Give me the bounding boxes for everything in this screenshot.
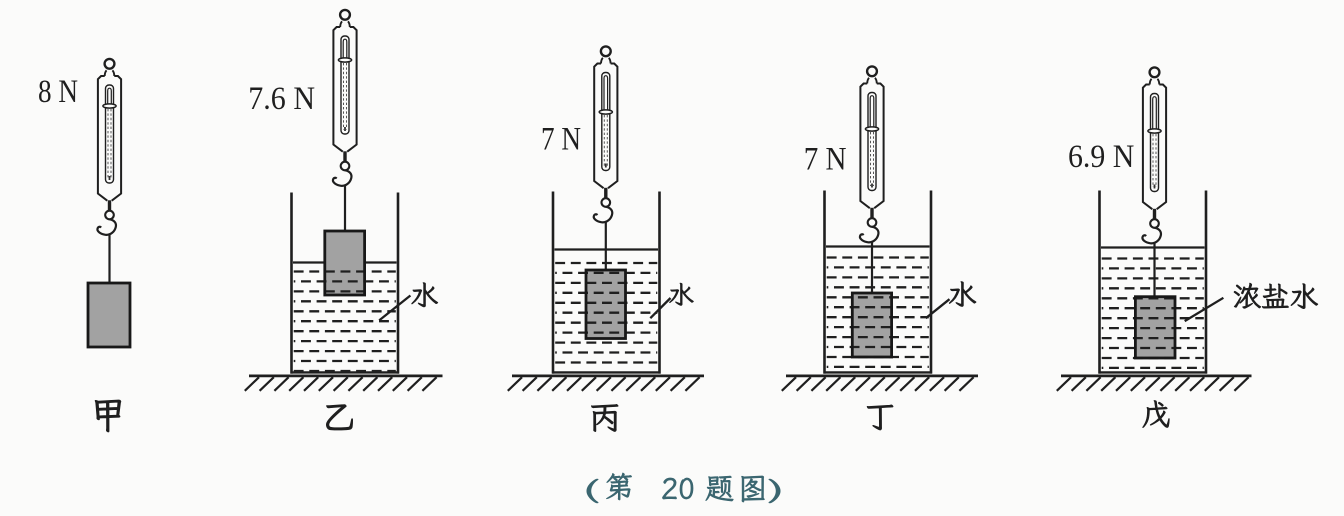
svg-text:7.6 N: 7.6 N <box>248 81 315 117</box>
svg-text:7 N: 7 N <box>541 121 581 157</box>
svg-text:7 N: 7 N <box>804 142 847 178</box>
svg-text:8 N: 8 N <box>38 74 78 110</box>
svg-text:6.9 N: 6.9 N <box>1068 139 1134 175</box>
